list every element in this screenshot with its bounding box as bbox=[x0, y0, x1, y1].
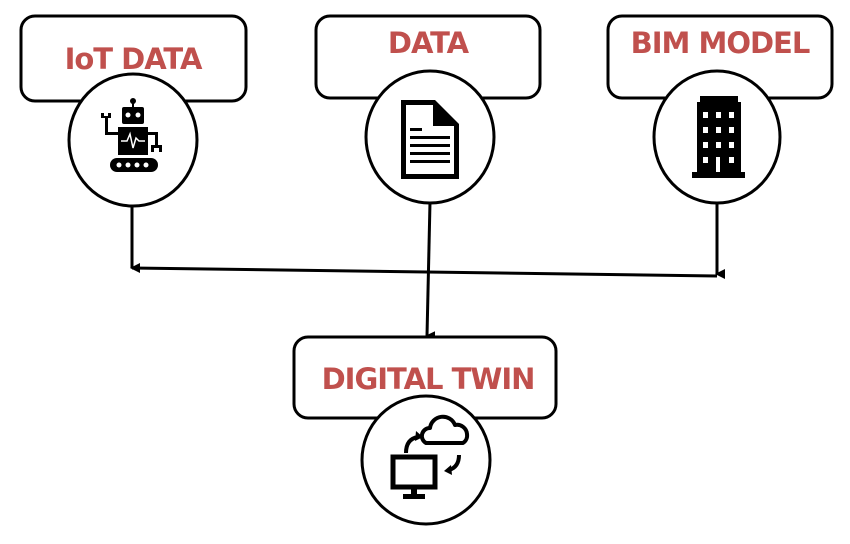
twin-circle bbox=[360, 394, 492, 526]
arrow-data-to-twin bbox=[425, 201, 436, 342]
node-digital-twin: DIGITAL TWIN bbox=[292, 335, 558, 526]
connectors bbox=[130, 201, 725, 342]
cloud-sync-icon bbox=[390, 414, 470, 499]
data-label: DATA bbox=[388, 26, 470, 60]
node-bim-model: BIM MODEL bbox=[606, 14, 834, 205]
node-data: DATA bbox=[314, 14, 542, 205]
document-icon bbox=[401, 100, 459, 179]
robot-icon bbox=[101, 98, 162, 172]
node-iot-data: IoT DATA bbox=[19, 14, 248, 208]
building-icon bbox=[692, 96, 745, 178]
merge-line bbox=[131, 266, 718, 278]
twin-label: DIGITAL TWIN bbox=[322, 362, 535, 396]
bim-label: BIM MODEL bbox=[631, 26, 810, 60]
iot-label: IoT DATA bbox=[65, 42, 203, 76]
